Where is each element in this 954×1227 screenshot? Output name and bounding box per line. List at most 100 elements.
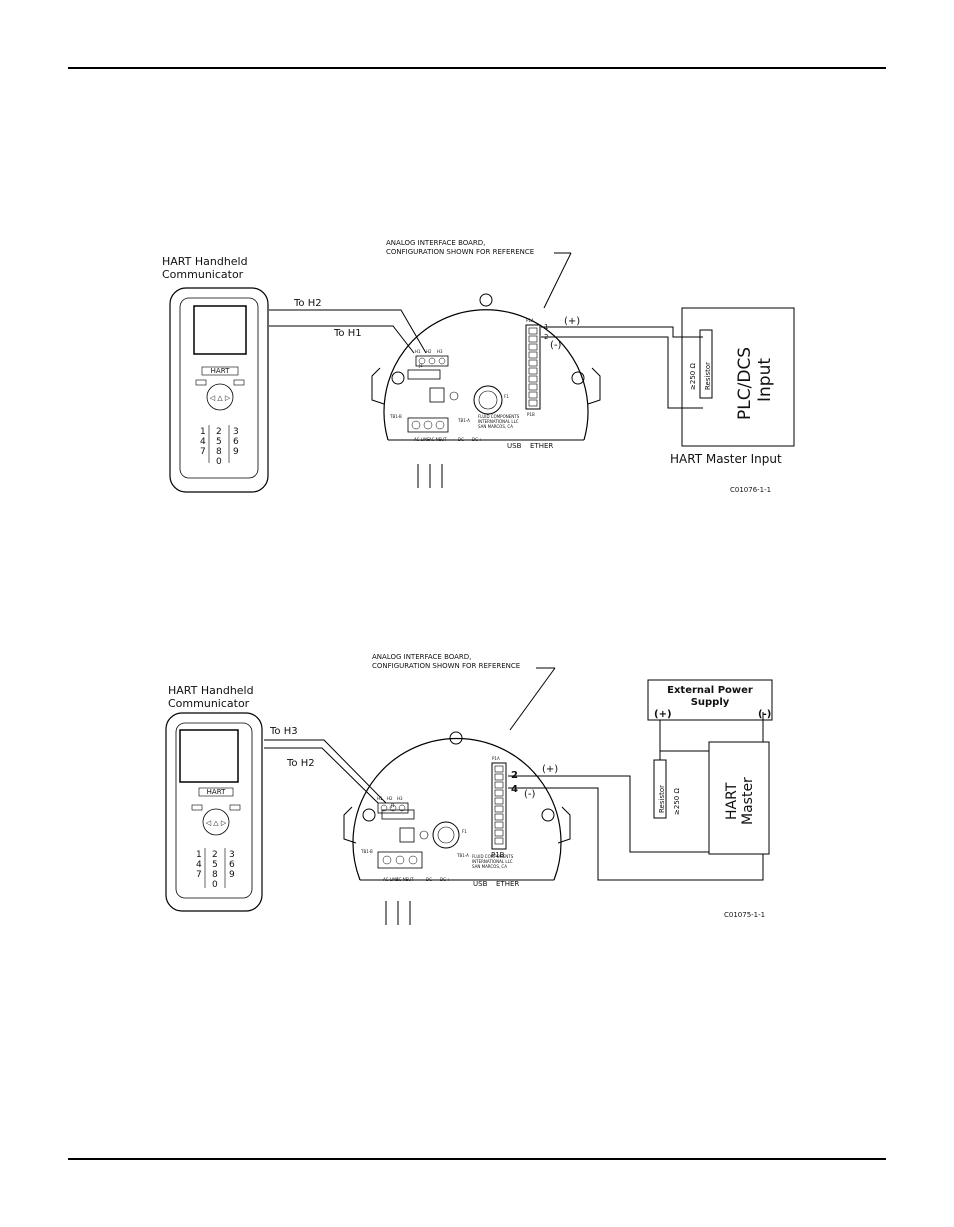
svg-text:INTERNATIONAL LLC: INTERNATIONAL LLC [478, 419, 519, 424]
svg-text:5: 5 [216, 437, 222, 447]
ps-plus: (+) [654, 709, 672, 720]
svg-text:INTERNATIONAL LLC: INTERNATIONAL LLC [472, 859, 513, 864]
h2-label: H2 [426, 349, 432, 354]
svg-text:4: 4 [200, 437, 206, 447]
svg-text:TB1-B: TB1-B [389, 414, 402, 419]
svg-text:Communicator: Communicator [168, 697, 250, 710]
svg-text:4: 4 [196, 860, 202, 870]
svg-text:AC LINE: AC LINE [414, 437, 430, 442]
minus-label: (-) [550, 340, 562, 351]
master-label-1: HART [724, 782, 740, 820]
plus-label: (+) [564, 316, 580, 327]
svg-text:DC -: DC - [458, 437, 467, 442]
svg-text:P1B: P1B [527, 412, 535, 417]
svg-text:◁ △ ▷: ◁ △ ▷ [210, 394, 231, 402]
footer-rule [68, 1158, 886, 1160]
svg-text:0: 0 [216, 457, 222, 467]
wire-plus [541, 326, 703, 338]
minus-label-2: (-) [524, 789, 536, 800]
plc-dcs-box: Resistor ≥250 Ω PLC/DCS Input [681, 307, 795, 447]
pin-a-label-2: 2 [511, 770, 518, 781]
svg-text:H2: H2 [387, 796, 393, 801]
wire-b-label: To H1 [333, 328, 362, 339]
svg-text:P1A: P1A [526, 318, 534, 323]
header-rule [68, 67, 886, 69]
svg-text:DC -: DC - [426, 877, 435, 882]
svg-text:SAN MARCOS, CA: SAN MARCOS, CA [478, 424, 513, 429]
svg-text:SAN MARCOS, CA: SAN MARCOS, CA [472, 864, 507, 869]
svg-text:AC NEUT: AC NEUT [396, 877, 414, 882]
external-power-supply-box: External Power Supply (+) (-) [647, 679, 773, 721]
box-caption: HART Master Input [670, 452, 782, 466]
svg-text:2: 2 [212, 850, 218, 860]
svg-text:P1A: P1A [492, 756, 500, 761]
plc-label-1: PLC/DCS [735, 347, 755, 420]
svg-text:7: 7 [196, 870, 202, 880]
wire-a-label: To H2 [293, 298, 322, 309]
diagram-hart-master-input: HART ◁ △ ▷ 1 2 3 4 5 6 7 8 9 0 [146, 230, 826, 560]
svg-text:F1: F1 [504, 394, 509, 399]
hart-handheld-device-2: HART ◁ △ ▷ 1 2 3 4 5 6 7 8 9 0 [165, 712, 263, 912]
svg-text:USB: USB [507, 442, 522, 450]
svg-text:8: 8 [212, 870, 218, 880]
drawing-code-1: C01076-1-1 [730, 486, 771, 494]
hart-handheld-device-1: HART ◁ △ ▷ 1 2 3 4 5 6 7 8 9 0 [169, 287, 269, 493]
svg-text:F1: F1 [462, 829, 467, 834]
pin-a-label: 1 [544, 323, 548, 331]
diagram-external-power-supply: HART ◁ △ ▷ 1 2 3 4 5 6 7 8 9 0 [146, 645, 826, 980]
pin-b-label-2: 4 [511, 784, 518, 795]
svg-text:6: 6 [233, 437, 239, 447]
svg-text:≥250 Ω: ≥250 Ω [673, 788, 681, 815]
power-supply-label-2: Supply [691, 697, 730, 708]
plus-label-2: (+) [542, 764, 558, 775]
wire-to-h1 [269, 325, 415, 354]
wire-to-h2 [269, 309, 427, 354]
svg-text:P1B: P1B [491, 851, 505, 859]
wire-minus [541, 336, 703, 409]
drawing-code-2: C01075-1-1 [724, 911, 765, 919]
svg-text:DC +: DC + [440, 877, 451, 882]
svg-text:1: 1 [200, 427, 206, 437]
wire-a-label-2: To H3 [269, 726, 298, 737]
svg-text:ANALOG INTERFACE BOARD,: ANALOG INTERFACE BOARD, [372, 653, 471, 661]
hart-master-box: HART Master [708, 741, 770, 855]
h1-label: H1 [415, 349, 421, 354]
svg-text:HART Handheld: HART Handheld [168, 684, 254, 697]
resistor-label: Resistor [704, 362, 712, 390]
svg-text:3: 3 [233, 427, 239, 437]
svg-text:AC LINE: AC LINE [383, 877, 399, 882]
h3-label: H3 [437, 349, 443, 354]
svg-text:5: 5 [212, 860, 218, 870]
svg-text:2: 2 [216, 427, 222, 437]
callout-line-1: ANALOG INTERFACE BOARD, [386, 239, 485, 247]
analog-interface-board-1: P1A P1B 1 2 J1 F1 H1 H2 H3 TB1-B TB1-A F… [371, 293, 601, 488]
wire-to-h2 [264, 747, 379, 804]
svg-text:9: 9 [233, 447, 239, 457]
pin-b-label: 2 [544, 333, 548, 341]
svg-text:8: 8 [216, 447, 222, 457]
svg-text:9: 9 [229, 870, 235, 880]
svg-text:TB1-A: TB1-A [456, 853, 469, 858]
svg-text:AC NEUT: AC NEUT [429, 437, 447, 442]
svg-text:USB: USB [473, 880, 488, 888]
svg-text:FLUID COMPONENTS: FLUID COMPONENTS [478, 414, 520, 419]
svg-text:ETHER: ETHER [530, 442, 553, 450]
wire-to-h3 [264, 739, 387, 804]
svg-text:J1: J1 [418, 363, 423, 368]
svg-text:6: 6 [229, 860, 235, 870]
svg-text:Resistor: Resistor [658, 785, 666, 813]
resistor-2 [653, 759, 667, 819]
device-brand: HART [211, 367, 230, 375]
ps-minus: (-) [758, 709, 771, 720]
svg-text:DC +: DC + [472, 437, 483, 442]
callout-line-2: CONFIGURATION SHOWN FOR REFERENCE [386, 248, 534, 256]
svg-text:ETHER: ETHER [496, 880, 519, 888]
svg-text:FLUID COMPONENTS: FLUID COMPONENTS [472, 854, 514, 859]
master-label-2: Master [740, 777, 756, 825]
plc-label-2: Input [755, 358, 775, 402]
diagram-2-svg: HART ◁ △ ▷ 1 2 3 4 5 6 7 8 9 0 [165, 653, 773, 925]
diagram-1-svg: HART ◁ △ ▷ 1 2 3 4 5 6 7 8 9 0 [162, 239, 795, 494]
svg-text:◁ △ ▷: ◁ △ ▷ [206, 819, 227, 827]
svg-text:TB1-B: TB1-B [360, 849, 373, 854]
svg-text:J1: J1 [390, 803, 395, 808]
